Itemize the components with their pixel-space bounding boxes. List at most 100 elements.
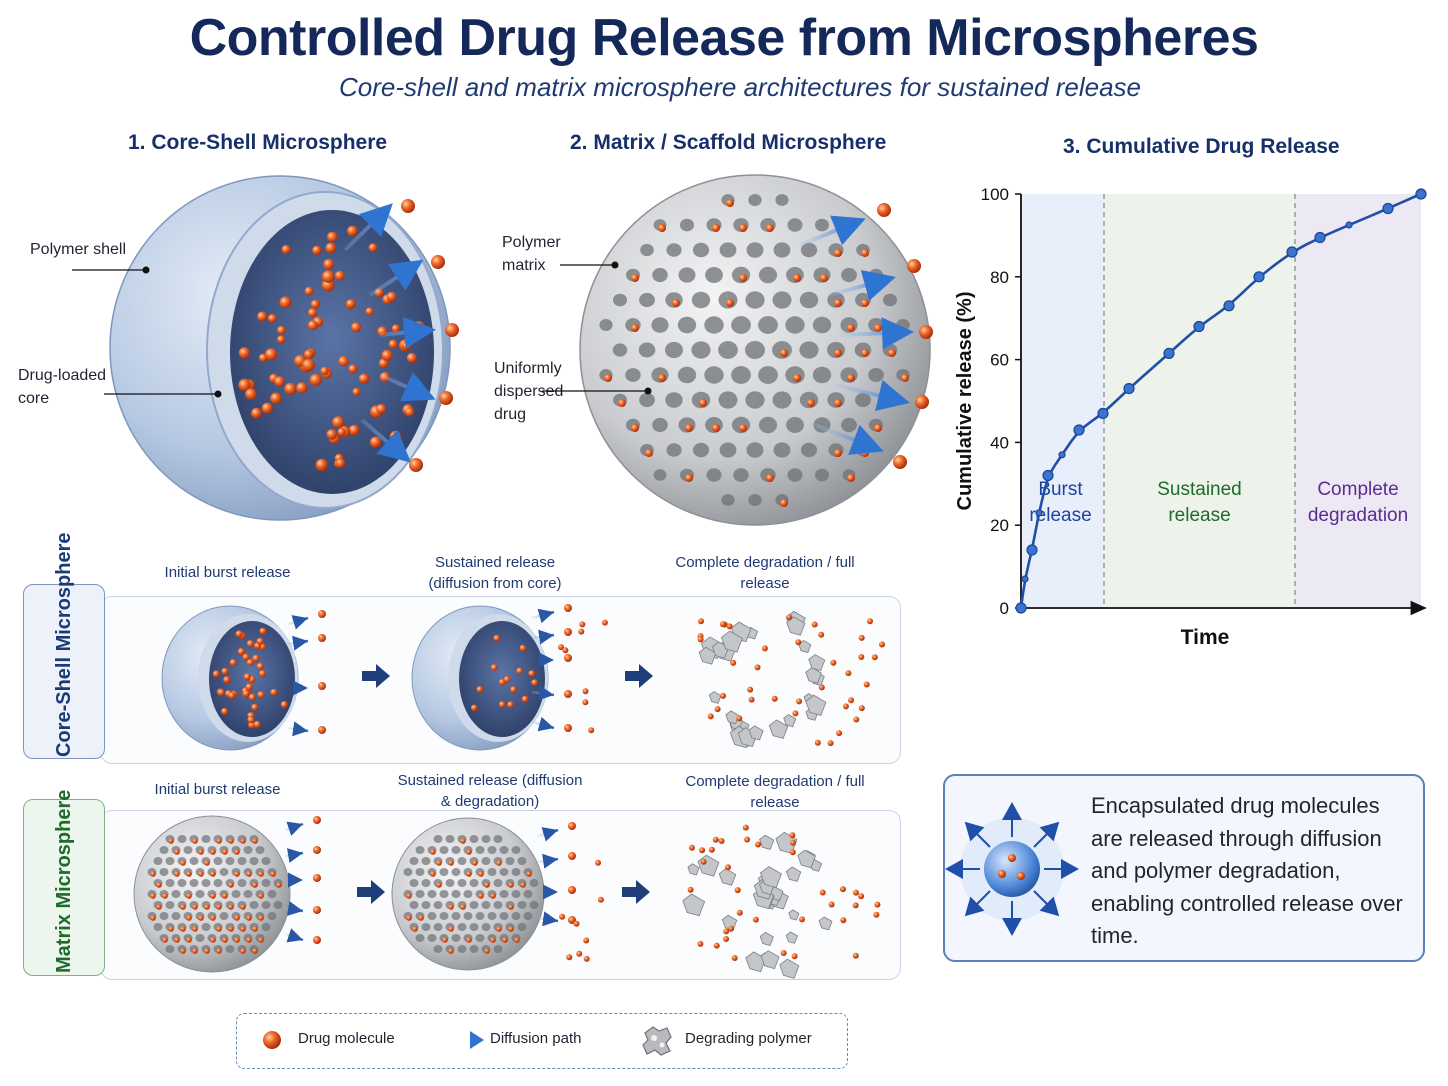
matrix-pore: [255, 846, 265, 854]
released-drug: [907, 259, 921, 273]
diffusion-arrow: [537, 827, 559, 842]
drug-molecule: [700, 858, 707, 865]
drug-molecule: [436, 882, 442, 888]
polymer-fragment: [687, 863, 700, 876]
drug-molecule: [252, 948, 258, 954]
polymer-fragment: [797, 849, 816, 869]
drug-molecule: [192, 904, 198, 910]
drug-molecule: [852, 952, 859, 959]
matrix-pore: [772, 391, 792, 409]
drug-molecule: [307, 308, 318, 318]
drug-molecule: [267, 314, 277, 323]
drug-molecule: [162, 937, 168, 943]
matrix-pore: [159, 868, 169, 876]
drug-molecule: [246, 915, 252, 921]
released-drug: [313, 874, 321, 882]
matrix-pore: [487, 846, 497, 854]
matrix-pore: [457, 945, 467, 953]
release-curve: [1019, 192, 1423, 609]
polymer-fragment: [786, 616, 806, 636]
matrix-pore: [225, 945, 235, 953]
drug-molecule: [186, 937, 192, 943]
drug-molecule: [526, 871, 532, 877]
drug-molecule: [476, 686, 484, 693]
matrix-pore: [883, 293, 897, 307]
matrix-pore: [439, 846, 449, 854]
drug-molecule: [246, 937, 252, 943]
drug-molecule: [253, 720, 261, 728]
matrix-pore: [855, 392, 871, 408]
drug-molecule: [234, 871, 240, 877]
drug-molecule: [780, 950, 787, 956]
drug-molecule: [245, 388, 257, 400]
matrix-pore: [219, 868, 229, 876]
drug-molecule: [874, 324, 882, 332]
matrix-pore: [666, 443, 682, 457]
drug-molecule: [579, 621, 586, 628]
drug-molecule: [799, 916, 805, 923]
matrix-pore: [457, 923, 467, 931]
drug-molecule: [478, 893, 484, 899]
drug-molecule: [466, 937, 472, 943]
matrix-pore: [731, 366, 751, 384]
drug-molecule: [818, 631, 825, 638]
drug-molecule: [520, 882, 526, 888]
drug-molecule: [672, 299, 680, 307]
matrix-pore: [201, 879, 211, 887]
mx-stage-complete-label: Complete degradation / full release: [685, 773, 865, 811]
drug-molecule: [842, 703, 849, 710]
drug-molecule: [697, 940, 704, 947]
matrix-pore: [451, 846, 461, 854]
data-point: [1123, 383, 1135, 395]
drug-molecule: [736, 715, 743, 722]
matrix-pore: [487, 912, 497, 920]
matrix-pore: [481, 901, 491, 909]
matrix-pore: [787, 468, 803, 482]
matrix-pore: [249, 857, 259, 865]
drug-molecule: [780, 499, 788, 507]
matrix-pore: [511, 890, 521, 898]
drug-molecule: [406, 893, 412, 899]
drug-molecule: [186, 871, 192, 877]
drug-molecule: [368, 243, 378, 253]
drug-molecule: [858, 893, 865, 900]
drug-molecule: [180, 926, 186, 932]
diffusion-arrow: [799, 215, 866, 247]
diffusion-arrow: [284, 848, 304, 863]
matrix-pore: [201, 835, 211, 843]
matrix-pore: [499, 846, 509, 854]
drug-molecule: [834, 449, 842, 457]
drug-molecule: [402, 341, 411, 351]
drug-molecule: [818, 684, 825, 691]
diffusion-arrow: [360, 418, 412, 463]
matrix-pore: [451, 912, 461, 920]
drug-molecule: [861, 299, 869, 307]
drug-molecule: [460, 838, 466, 844]
released-drug: [919, 325, 933, 339]
matrix-pore: [177, 835, 187, 843]
matrix-pore: [815, 218, 829, 232]
matrix-pore: [463, 890, 473, 898]
matrix-pore: [868, 368, 884, 382]
y-tick-label: 20: [990, 516, 1009, 535]
matrix-stages: [133, 815, 881, 979]
matrix-pore: [439, 890, 449, 898]
drug-molecule: [498, 678, 506, 686]
matrix-pore: [427, 890, 437, 898]
data-point: [1382, 202, 1394, 215]
drug-molecule: [484, 882, 490, 888]
drug-molecule: [736, 909, 743, 916]
released-drug: [568, 886, 576, 894]
legend-drug-label: Drug molecule: [298, 1030, 395, 1047]
drug-molecule: [323, 258, 335, 270]
drug-molecule: [337, 427, 346, 437]
matrix-pore: [652, 417, 668, 433]
drug-molecule: [725, 864, 731, 871]
polymer-fragment: [759, 931, 774, 946]
matrix-pore: [719, 442, 737, 458]
drug-molecule: [493, 634, 501, 642]
release-phase-region: [1295, 194, 1421, 608]
drug-molecule: [858, 654, 865, 660]
